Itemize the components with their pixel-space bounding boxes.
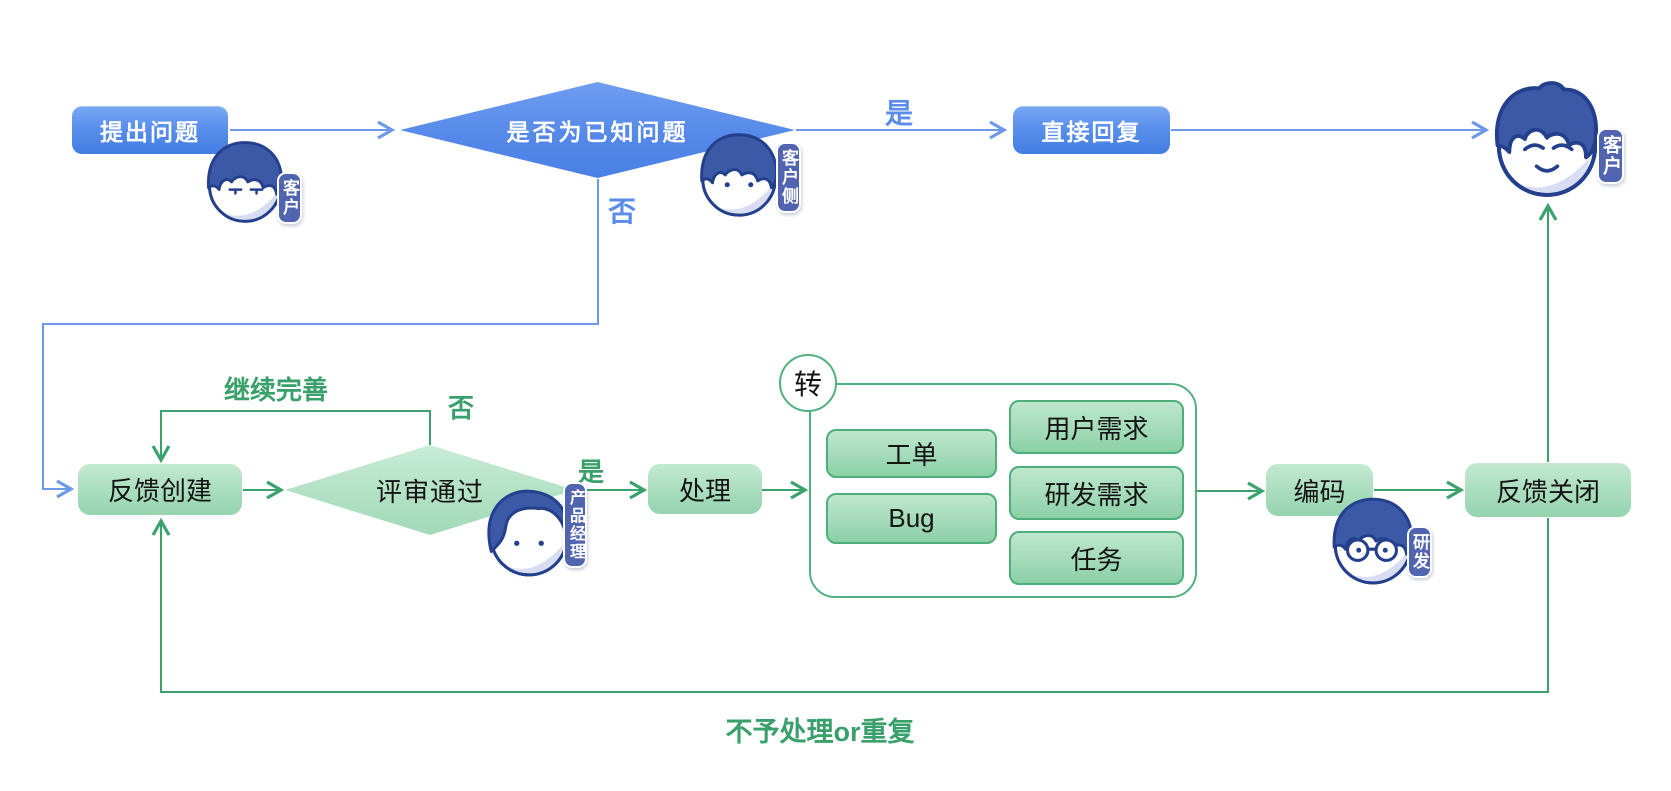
label-yes-green: 是 bbox=[578, 457, 605, 487]
node-handle: 处理 bbox=[648, 464, 762, 514]
node-work-order-label: 工单 bbox=[885, 440, 938, 470]
avatar-developer: 研发 bbox=[1322, 488, 1432, 590]
node-task-label: 任务 bbox=[1070, 544, 1123, 575]
node-feedback-close: 反馈关闭 bbox=[1465, 463, 1631, 517]
avatar-customer-end: 客户 bbox=[1482, 74, 1624, 204]
label-reject: 不予处理or重复 bbox=[725, 717, 915, 747]
role-tag-customer-end: 客户 bbox=[1597, 128, 1624, 184]
node-task: 任务 bbox=[1009, 531, 1184, 585]
avatar-customer-side: 客户侧 bbox=[690, 124, 801, 222]
node-user-requirement-label: 用户需求 bbox=[1044, 413, 1149, 444]
node-raise-issue: 提出问题 bbox=[72, 106, 228, 154]
node-feedback-create-label: 反馈创建 bbox=[107, 476, 212, 506]
node-work-order: 工单 bbox=[826, 429, 997, 478]
node-raise-issue-label: 提出问题 bbox=[100, 119, 200, 145]
edge-no-to-feedback-create bbox=[42, 179, 599, 499]
edge-continue-improve-loop bbox=[151, 410, 431, 464]
node-dev-requirement-label: 研发需求 bbox=[1044, 479, 1149, 510]
node-coding-label: 编码 bbox=[1293, 476, 1346, 507]
customer-side-face-icon bbox=[700, 133, 778, 217]
decision-review-pass-label: 评审通过 bbox=[375, 476, 484, 507]
transfer-badge-label: 转 bbox=[793, 369, 822, 400]
node-bug-label: Bug bbox=[888, 503, 935, 533]
customer-face-icon bbox=[207, 141, 283, 223]
node-bug: Bug bbox=[826, 493, 997, 544]
role-tag-customer-side: 客户侧 bbox=[776, 142, 801, 213]
avatar-customer-start: 客户 bbox=[197, 132, 302, 228]
node-dev-requirement: 研发需求 bbox=[1009, 466, 1184, 520]
node-direct-reply-label: 直接回复 bbox=[1041, 119, 1142, 145]
node-user-requirement: 用户需求 bbox=[1009, 400, 1184, 454]
label-no-blue: 否 bbox=[608, 196, 637, 227]
node-direct-reply: 直接回复 bbox=[1013, 106, 1170, 154]
decision-known-issue-label: 是否为已知问题 bbox=[506, 119, 689, 145]
role-tag-customer-start: 客户 bbox=[277, 172, 302, 224]
role-tag-product-manager: 产品经理 bbox=[563, 482, 587, 568]
role-tag-developer: 研发 bbox=[1407, 526, 1432, 578]
node-handle-label: 处理 bbox=[678, 475, 731, 506]
avatar-product-manager: 产品经理 bbox=[478, 480, 587, 582]
developer-face-icon bbox=[1332, 497, 1414, 585]
node-feedback-create: 反馈创建 bbox=[78, 464, 242, 515]
label-continue-improve: 继续完善 bbox=[224, 375, 329, 405]
edge-reject-loop bbox=[151, 517, 1549, 693]
transfer-badge: 转 bbox=[779, 354, 837, 412]
customer-end-face-icon bbox=[1494, 81, 1598, 197]
label-yes-blue: 是 bbox=[885, 98, 914, 129]
node-feedback-close-label: 反馈关闭 bbox=[1495, 476, 1600, 507]
label-no-green: 否 bbox=[448, 393, 475, 423]
